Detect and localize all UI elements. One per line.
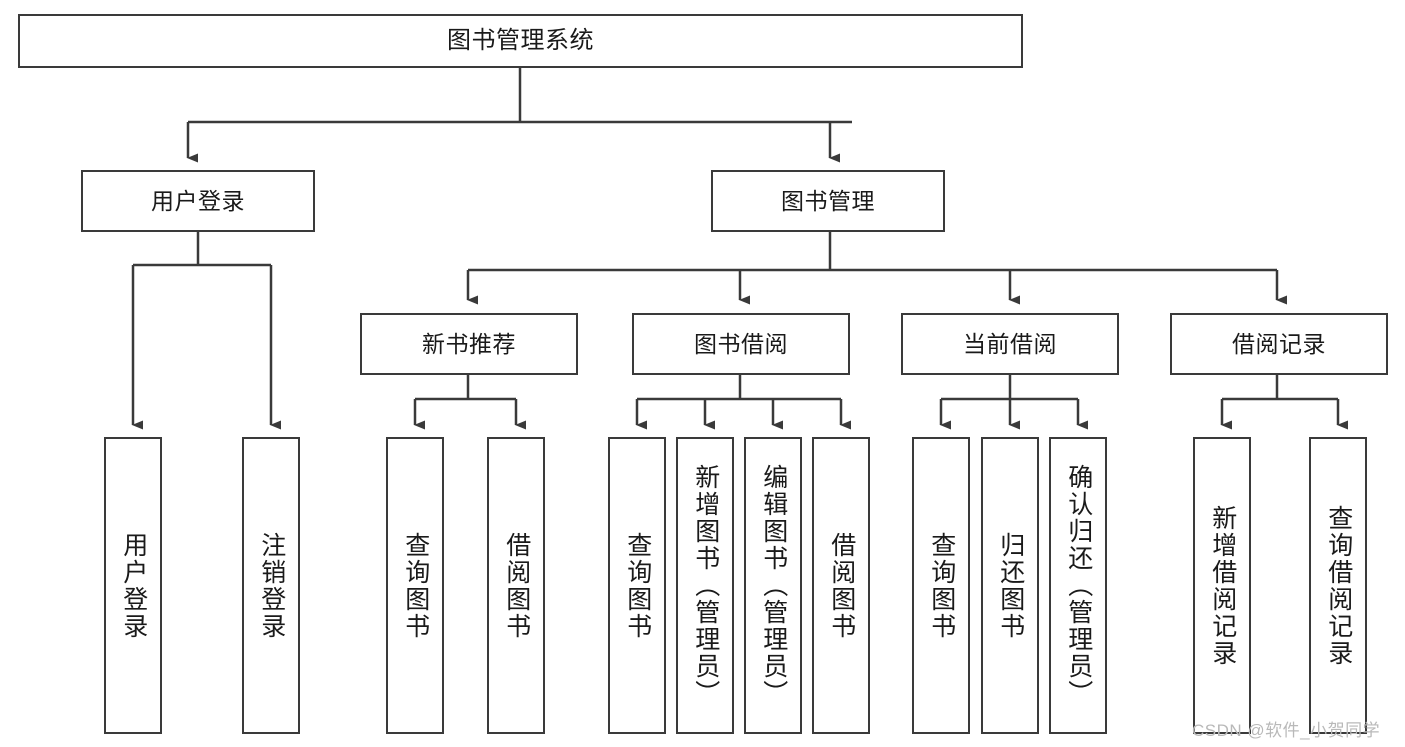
node-leaf-add-record[interactable]: 新增借阅记录 — [1193, 437, 1251, 734]
node-leaf-query-book-1-label: 查询图书 — [401, 531, 430, 640]
node-new-book-rec-label: 新书推荐 — [422, 330, 516, 357]
node-leaf-query-record-label: 查询借阅记录 — [1324, 504, 1353, 667]
node-borrow-record[interactable]: 借阅记录 — [1170, 313, 1388, 375]
node-leaf-edit-book-label: 编辑图书（管理员） — [759, 464, 788, 707]
node-book-borrow[interactable]: 图书借阅 — [632, 313, 850, 375]
node-leaf-query-book-3[interactable]: 查询图书 — [912, 437, 970, 734]
node-root[interactable]: 图书管理系统 — [18, 14, 1023, 68]
node-leaf-borrow-book-1-label: 借阅图书 — [502, 531, 531, 640]
node-leaf-user-login[interactable]: 用户登录 — [104, 437, 162, 734]
node-leaf-add-book-label: 新增图书（管理员） — [691, 464, 720, 707]
node-leaf-query-book-2-label: 查询图书 — [623, 531, 652, 640]
node-leaf-logout-label: 注销登录 — [257, 531, 286, 640]
node-leaf-query-book-1[interactable]: 查询图书 — [386, 437, 444, 734]
node-leaf-query-record[interactable]: 查询借阅记录 — [1309, 437, 1367, 734]
node-current-borrow[interactable]: 当前借阅 — [901, 313, 1119, 375]
node-leaf-user-login-label: 用户登录 — [119, 531, 148, 640]
node-leaf-return-book[interactable]: 归还图书 — [981, 437, 1039, 734]
node-leaf-borrow-book-2[interactable]: 借阅图书 — [812, 437, 870, 734]
node-user-login-label: 用户登录 — [151, 187, 245, 214]
node-root-label: 图书管理系统 — [447, 27, 594, 55]
node-leaf-logout[interactable]: 注销登录 — [242, 437, 300, 734]
node-new-book-rec[interactable]: 新书推荐 — [360, 313, 578, 375]
node-leaf-return-book-label: 归还图书 — [996, 531, 1025, 640]
node-leaf-confirm-return-label: 确认归还（管理员） — [1064, 464, 1093, 707]
node-leaf-confirm-return[interactable]: 确认归还（管理员） — [1049, 437, 1107, 734]
node-leaf-query-book-2[interactable]: 查询图书 — [608, 437, 666, 734]
node-borrow-record-label: 借阅记录 — [1232, 330, 1326, 357]
node-leaf-query-book-3-label: 查询图书 — [927, 531, 956, 640]
node-book-manage-label: 图书管理 — [781, 187, 875, 214]
node-leaf-borrow-book-2-label: 借阅图书 — [827, 531, 856, 640]
node-book-manage[interactable]: 图书管理 — [711, 170, 945, 232]
node-leaf-borrow-book-1[interactable]: 借阅图书 — [487, 437, 545, 734]
node-leaf-add-book[interactable]: 新增图书（管理员） — [676, 437, 734, 734]
node-leaf-edit-book[interactable]: 编辑图书（管理员） — [744, 437, 802, 734]
node-user-login[interactable]: 用户登录 — [81, 170, 315, 232]
node-current-borrow-label: 当前借阅 — [963, 330, 1057, 357]
node-leaf-add-record-label: 新增借阅记录 — [1208, 504, 1237, 667]
csdn-watermark: CSDN @软件_小贺同学 — [1192, 721, 1381, 740]
node-book-borrow-label: 图书借阅 — [694, 330, 788, 357]
